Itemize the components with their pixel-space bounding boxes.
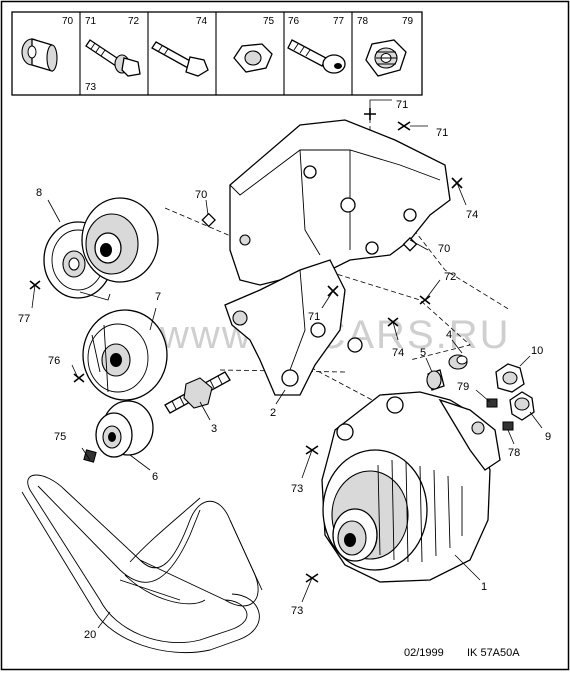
tensioner-pulley [43,197,159,301]
legend-num-78: 78 [357,16,369,27]
lock-nut-78 [502,421,514,431]
callout-77: 77 [18,313,30,325]
mounting-bracket [224,119,451,396]
drive-belt [21,474,263,654]
spacer-5 [426,369,445,391]
callout-5: 5 [420,347,426,359]
callout-10: 10 [531,345,543,357]
callout-labels: 71 71 74 70 70 72 71 74 4 5 10 79 9 78 1… [18,99,551,641]
callout-70-left: 70 [195,189,207,201]
bolt-washer-icon [85,39,141,77]
socket-bolt-icon [287,39,346,74]
callout-6: 6 [152,471,158,483]
lock-nut-icon [365,39,407,77]
callout-71-mid: 71 [308,311,320,323]
terminal-nut-9 [509,391,535,421]
callout-2: 2 [270,407,276,419]
footer-date: 02/1999 [404,647,444,659]
legend-num-77: 77 [333,16,345,27]
callout-4: 4 [446,329,452,341]
callout-73-lower: 73 [291,605,303,617]
legend-num-70: 70 [62,16,74,27]
nut-75 [83,449,97,463]
callout-71-top: 71 [396,99,408,111]
callout-78: 78 [508,447,520,459]
callout-7: 7 [155,291,161,303]
legend-num-79: 79 [402,16,414,27]
legend-num-73: 73 [85,82,97,93]
lock-nut-79 [486,398,498,408]
spacer-4 [448,354,468,370]
callout-75: 75 [54,431,66,443]
callout-9: 9 [545,431,551,443]
callout-20: 20 [84,629,96,641]
legend-num-72: 72 [128,16,140,27]
callout-74-top: 74 [466,209,478,221]
alternator [321,391,501,583]
legend-num-76: 76 [288,16,300,27]
callout-72: 72 [444,271,456,283]
stud-3 [164,371,231,414]
callout-76: 76 [48,355,60,367]
sleeve-70-left [201,212,216,228]
callout-79: 79 [457,381,469,393]
sleeve-icon [21,38,58,72]
leader-lines [31,99,543,629]
legend-num-75: 75 [263,16,275,27]
bolt-icon [151,41,209,77]
callout-8: 8 [36,187,42,199]
legend-strip: 70 71 72 73 74 75 [11,11,423,96]
callout-74-mid: 74 [392,347,404,359]
nut-icon [233,43,273,73]
sleeve-70-right [402,237,418,252]
idler-pulley [82,309,168,401]
callout-1: 1 [481,581,487,593]
callout-71-right: 71 [436,127,448,139]
callout-70-right: 70 [438,243,450,255]
footer-ref: IK 57A50A [467,647,520,659]
callout-73-upper: 73 [291,483,303,495]
legend-num-74: 74 [196,16,208,27]
terminal-nut-10 [495,363,525,393]
callout-3: 3 [211,423,217,435]
legend-num-71: 71 [85,16,97,27]
roller-6 [95,400,154,458]
